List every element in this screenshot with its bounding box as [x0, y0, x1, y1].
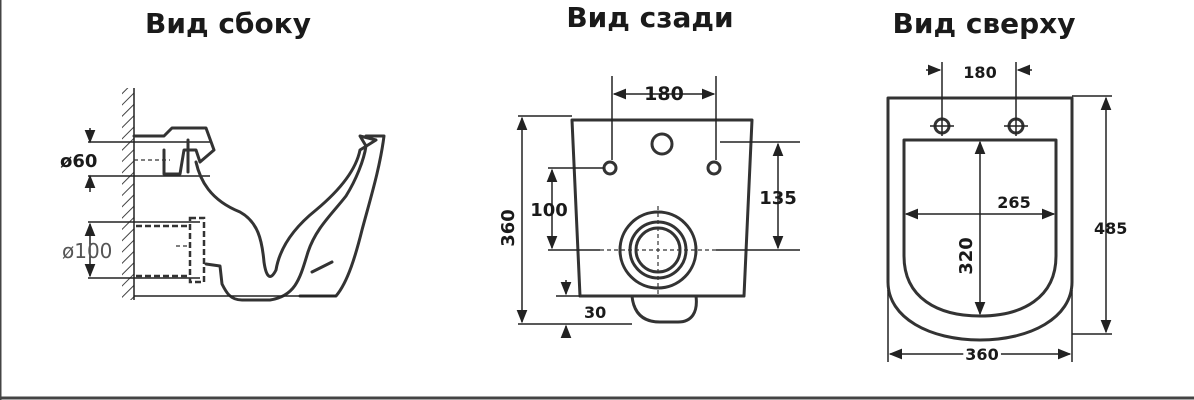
- top-265-label: 265: [997, 193, 1030, 212]
- inlet-fitting: [132, 126, 216, 176]
- inlet-label: ø60: [60, 151, 97, 172]
- bowl-trap: [194, 134, 378, 302]
- back-width-label: 180: [644, 83, 684, 105]
- back-bolt-right: [706, 160, 722, 176]
- bowl-outer: [298, 134, 386, 298]
- top-180-label: 180: [963, 63, 996, 82]
- top-view: Вид сверху 180 265 320 485 360: [886, 7, 1127, 367]
- back-30-label: 30: [584, 303, 606, 322]
- rim-detail: [310, 260, 334, 274]
- top-view-title: Вид сверху: [893, 7, 1076, 40]
- top-320-label: 320: [956, 237, 977, 275]
- back-top-hole: [650, 132, 674, 156]
- back-bolt-left: [602, 160, 618, 176]
- top-360-label: 360: [965, 345, 998, 364]
- back-view-title: Вид сзади: [566, 1, 733, 34]
- back-height-label: 360: [498, 209, 519, 247]
- top-inner: [902, 138, 1058, 318]
- back-body: [570, 118, 754, 298]
- top-outer: [886, 96, 1074, 342]
- side-view-title: Вид сбоку: [145, 7, 311, 40]
- back-foot: [630, 294, 698, 324]
- back-view: Вид сзади 180 360 100 135: [498, 1, 800, 339]
- side-view: Вид сбоку ø60 ø100: [60, 7, 386, 302]
- back-100-label: 100: [530, 200, 568, 221]
- top-485-label: 485: [1094, 219, 1127, 238]
- outlet-label: ø100: [62, 239, 112, 263]
- back-outlet-outer: [618, 210, 698, 290]
- wall-hatch: [122, 88, 134, 300]
- back-135-label: 135: [759, 188, 797, 209]
- outlet-pipe-flange: [188, 216, 206, 284]
